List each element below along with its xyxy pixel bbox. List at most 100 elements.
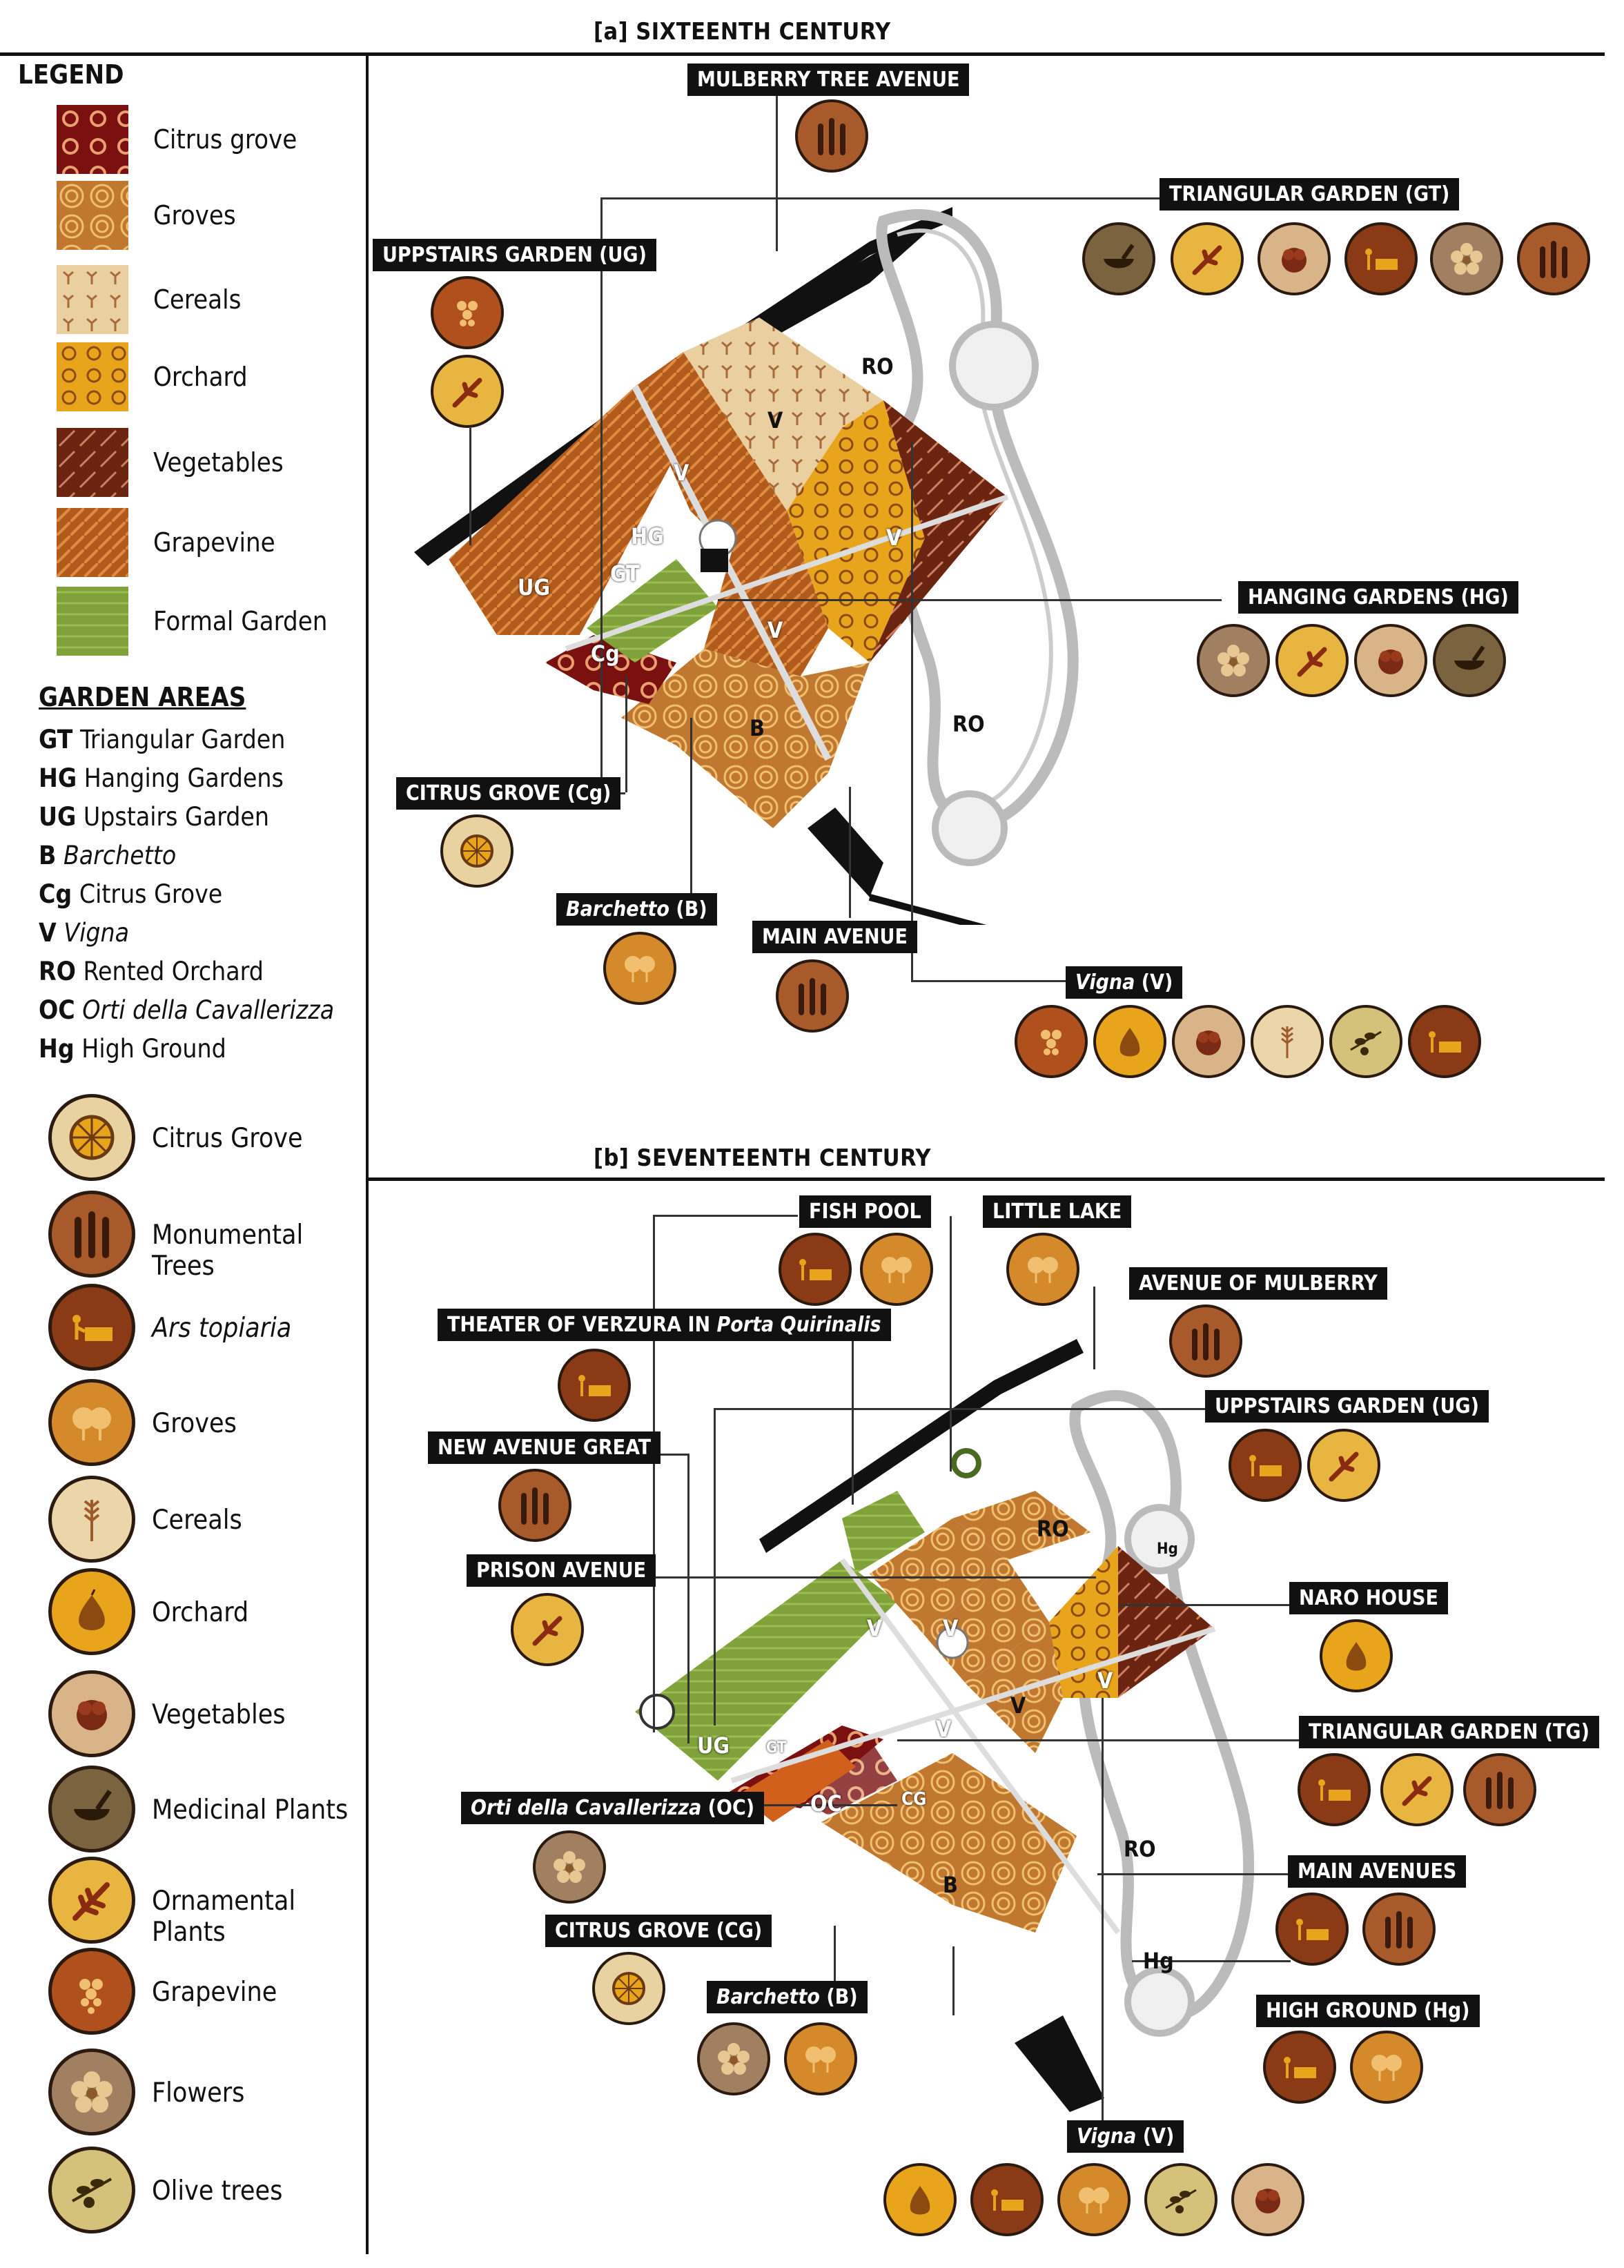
legend-icon-groves: Groves: [48, 1379, 359, 1469]
leader-line: [1118, 1604, 1298, 1606]
tag-orti-code: (OC): [701, 1796, 755, 1820]
area-ro: RO Rented Orchard: [39, 957, 264, 986]
map-b-label-v: V: [1097, 1668, 1113, 1694]
topiary-icon: [1263, 2031, 1336, 2104]
tag-barchetto-name: Barchetto: [716, 1985, 820, 2009]
icon-label: Cereals: [152, 1505, 242, 1536]
leader-line: [1097, 1873, 1291, 1875]
trees-icon: [776, 959, 849, 1033]
vegetables-icon: [1258, 222, 1331, 295]
topiary-icon: [48, 1284, 135, 1371]
groves-icon: [1057, 2163, 1131, 2236]
legend-icon-vegetables: Vegetables: [48, 1670, 359, 1760]
leader-line: [776, 92, 778, 251]
area-gt: GT Triangular Garden: [39, 725, 285, 754]
leader-line: [625, 676, 627, 792]
medicinal-icon: [48, 1766, 135, 1852]
map-b-label-v: V: [936, 1716, 952, 1742]
area-name: Upstairs Garden: [83, 802, 270, 832]
map-b-label-gt: GT: [766, 1739, 787, 1757]
cereals-icon: [48, 1476, 135, 1563]
map-a-label-hg: HG: [631, 523, 664, 549]
trees-icon: [1517, 222, 1590, 295]
area-b: B Barchetto: [39, 841, 176, 870]
legend-icon-cereals: Cereals: [48, 1476, 359, 1565]
ornamental-icon: [1171, 222, 1244, 295]
area-code: UG: [39, 802, 77, 832]
tag-vigna-name: Vigna: [1077, 2124, 1137, 2149]
orchard-icon: [1320, 1619, 1393, 1692]
flowers-icon: [697, 2022, 770, 2095]
area-name: Vigna: [63, 918, 129, 948]
area-code: Hg: [39, 1034, 75, 1064]
section-b-rule: [366, 1177, 1605, 1181]
area-name: Triangular Garden: [79, 725, 286, 754]
orchard-icon: [48, 1568, 135, 1655]
icon-label: Citrus Grove: [152, 1123, 303, 1154]
tag-barchetto-name: Barchetto: [566, 897, 669, 921]
swatch-label: Grapevine: [153, 527, 275, 558]
legend-swatch-cereals: Cereals: [57, 265, 346, 334]
tag-hanging-gardens-hg: HANGING GARDENS (HG): [1238, 581, 1518, 614]
section-a-title: [a] SIXTEENTH CENTURY: [594, 18, 891, 46]
trees-icon: [795, 99, 868, 173]
groves-icon: [603, 932, 676, 1005]
map-a-label-v: V: [674, 460, 689, 486]
legend-icon-medicinal-plants: Medicinal Plants: [48, 1766, 359, 1855]
legend-swatch-orchard: Orchard: [57, 342, 346, 411]
section-a-rule: [0, 52, 1605, 56]
topiary-icon: [1275, 1893, 1349, 1966]
tag-theater-of-verzura: THEATER OF VERZURA IN Porta Quirinalis: [438, 1309, 891, 1341]
map-a-label-v: V: [767, 407, 783, 433]
tag-vigna-v: Vigna (V): [1066, 966, 1183, 999]
formal-garden-swatch: [57, 587, 128, 656]
topiary-icon: [1298, 1753, 1371, 1826]
tag-barchetto-code: (B): [819, 1985, 858, 2009]
map-a-label-b: B: [750, 715, 765, 741]
leader-line: [1102, 1698, 1104, 2140]
citrus-grove-swatch: [57, 105, 128, 174]
topiary-icon: [1344, 222, 1418, 295]
leader-line: [718, 599, 1222, 601]
swatch-label: Vegetables: [153, 447, 284, 478]
area-code: GT: [39, 725, 73, 754]
icon-label: Olive trees: [152, 2176, 283, 2207]
trees-icon: [1169, 1304, 1242, 1378]
legend-icon-orchard: Orchard: [48, 1568, 359, 1658]
cereals-swatch: [57, 265, 128, 334]
orchard-icon: [1093, 1005, 1166, 1078]
grapevine-icon: [48, 1948, 135, 2035]
tag-high-ground-hg: HIGH GROUND (Hg): [1256, 1995, 1480, 2027]
area-ug: UG Upstairs Garden: [39, 802, 269, 832]
topiary-icon: [1408, 1005, 1481, 1078]
trees-icon: [1463, 1753, 1536, 1826]
area-code: OC: [39, 995, 75, 1025]
map-b-label-b: B: [943, 1872, 958, 1898]
leader-line: [911, 980, 1077, 982]
map-b-label-hg: Hg: [1143, 1948, 1174, 1974]
ornamental-icon: [511, 1593, 584, 1666]
legend-swatch-formal-garden: Formal Garden: [57, 587, 346, 656]
legend-icon-ornamental-plants: Ornamental Plants: [48, 1857, 359, 1948]
leader-line: [834, 1926, 836, 2008]
area-hg-high: Hg High Ground: [39, 1034, 226, 1064]
groves-icon: [1350, 2031, 1423, 2104]
map-b-plan: [635, 1339, 1255, 2112]
grapevine-icon: [431, 276, 504, 349]
ornamental-icon: [1307, 1429, 1380, 1502]
leader-line: [1132, 1960, 1291, 1962]
map-a-plan: [414, 207, 1079, 925]
tag-theater-place: Porta Quirinalis: [716, 1313, 881, 1337]
citrus-icon: [48, 1094, 135, 1181]
vegetables-icon: [1231, 2163, 1304, 2236]
area-v: V Vigna: [39, 918, 129, 948]
tag-vigna-code: (V): [1136, 2124, 1175, 2149]
topiary-icon: [1229, 1429, 1302, 1502]
map-b-label-v: V: [867, 1615, 883, 1641]
vegetables-icon: [1172, 1005, 1245, 1078]
flowers-icon: [48, 2049, 135, 2135]
tag-fish-pool: FISH POOL: [799, 1195, 931, 1228]
vegetables-icon: [48, 1670, 135, 1757]
groves-icon: [1006, 1233, 1079, 1306]
legend-icon-flowers: Flowers: [48, 2049, 359, 2138]
